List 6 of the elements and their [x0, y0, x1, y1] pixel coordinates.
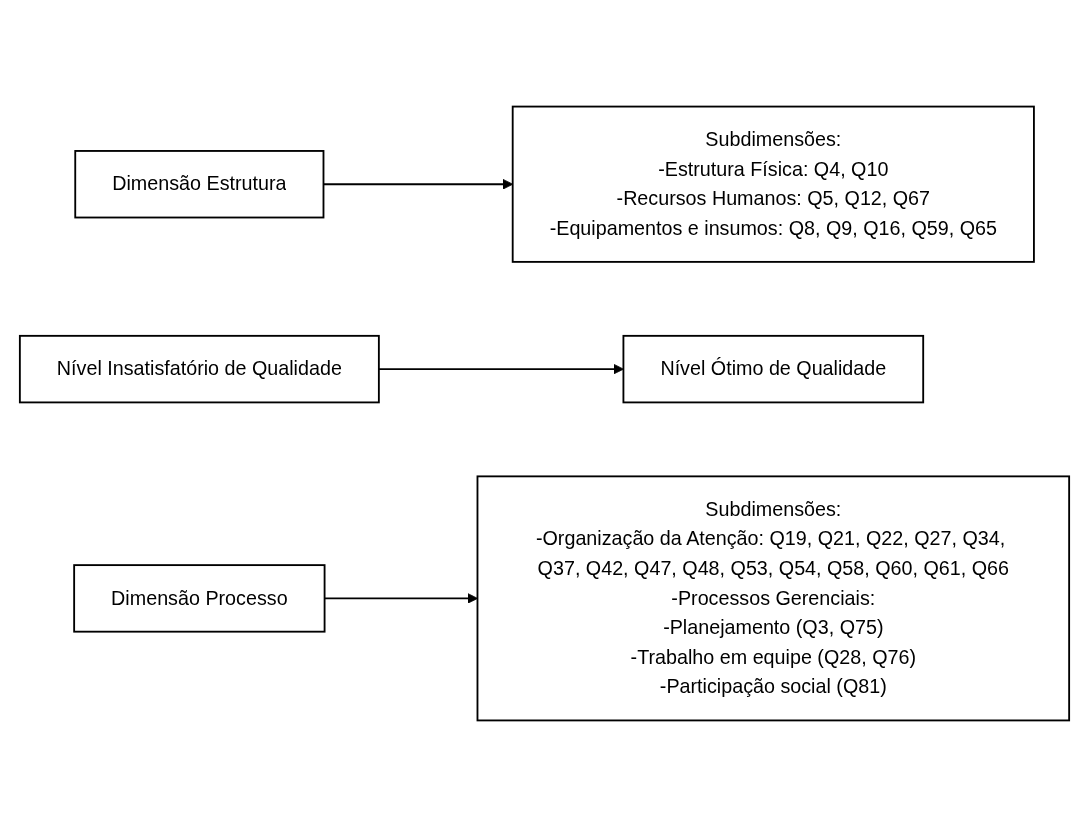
node-box: Nível Insatisfatório de Qualidade — [18, 334, 380, 404]
node-box: Subdimensões: -Organização da Atenção: Q19, Q21, Q22, Q27, Q34, Q37, Q42, Q47, Q48, Q53, Q54, Q58, Q60, Q61, Q66 -Processos Gerenciais: -Planejamento (Q3, Q75) -Trabalho em equipe (Q28, Q76) -Participação social (Q81) — [476, 475, 1071, 722]
node-box: Nível Ótimo de Qualidade — [622, 334, 925, 404]
node-box: Dimensão Estrutura — [74, 150, 325, 219]
node-box: Subdimensões: -Estrutura Física: Q4, Q10 -Recursos Humanos: Q5, Q12, Q67 -Equipamentos e insumos: Q8, Q9, Q16, Q59, Q65 — [511, 105, 1035, 263]
node-box: Dimensão Processo — [73, 564, 326, 633]
